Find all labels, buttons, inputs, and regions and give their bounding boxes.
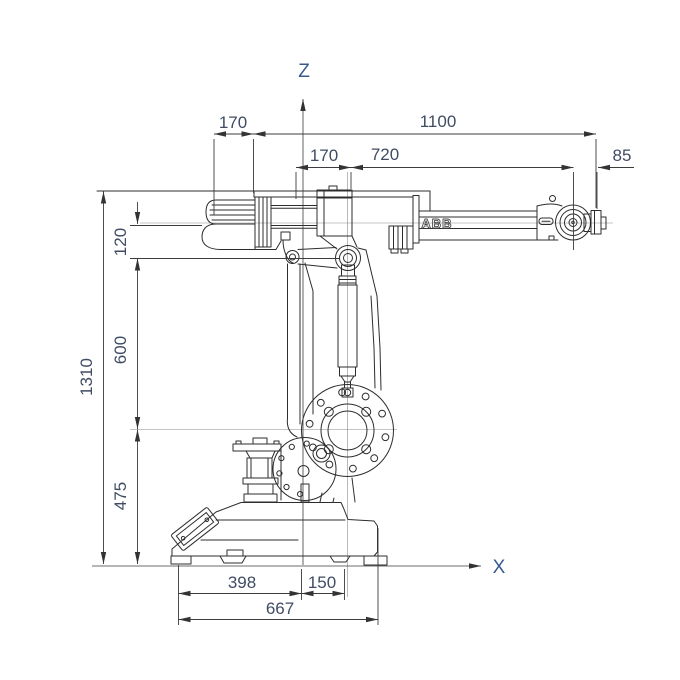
- arm-tie-rods: [270, 205, 318, 229]
- dim-170-mid: 170: [310, 146, 338, 165]
- dim-85: 85: [613, 146, 632, 165]
- forearm-tube: [388, 195, 538, 254]
- wrist: [536, 195, 591, 241]
- extension-lines: [130, 139, 598, 625]
- coordinate-axes: [92, 99, 481, 569]
- rear-motor-housing: [201, 196, 282, 250]
- dim-667: 667: [266, 599, 294, 618]
- pedestal-column: [232, 437, 282, 503]
- upper-arm-top-rail: [96, 190, 431, 212]
- tool-flange: [583, 210, 607, 235]
- balance-cylinder: [337, 264, 358, 398]
- dim-720: 720: [371, 145, 399, 164]
- dim-475: 475: [111, 482, 130, 510]
- dim-398: 398: [228, 573, 256, 592]
- axis3-housing: [316, 185, 358, 250]
- dimension-labels: 170 1100 170 720 85 120 600 1310 475 398…: [77, 61, 631, 618]
- base: [170, 483, 388, 566]
- dim-150: 150: [308, 573, 336, 592]
- dim-170-top: 170: [219, 113, 247, 132]
- lower-arm: [286, 247, 382, 438]
- axis2-gearbox: [272, 384, 394, 503]
- x-axis-label: X: [493, 557, 506, 578]
- z-axis-label: Z: [298, 61, 310, 82]
- dimension-lines: [100, 131, 634, 623]
- dim-1310: 1310: [77, 358, 96, 396]
- dim-120: 120: [111, 228, 130, 256]
- dim-600: 600: [111, 336, 130, 364]
- abb-logo: ABB: [421, 216, 452, 231]
- dimension-graphics: [92, 99, 634, 625]
- rocker-linkage: [280, 231, 361, 271]
- dim-1100: 1100: [420, 112, 457, 131]
- base-connector-plate: [171, 507, 219, 551]
